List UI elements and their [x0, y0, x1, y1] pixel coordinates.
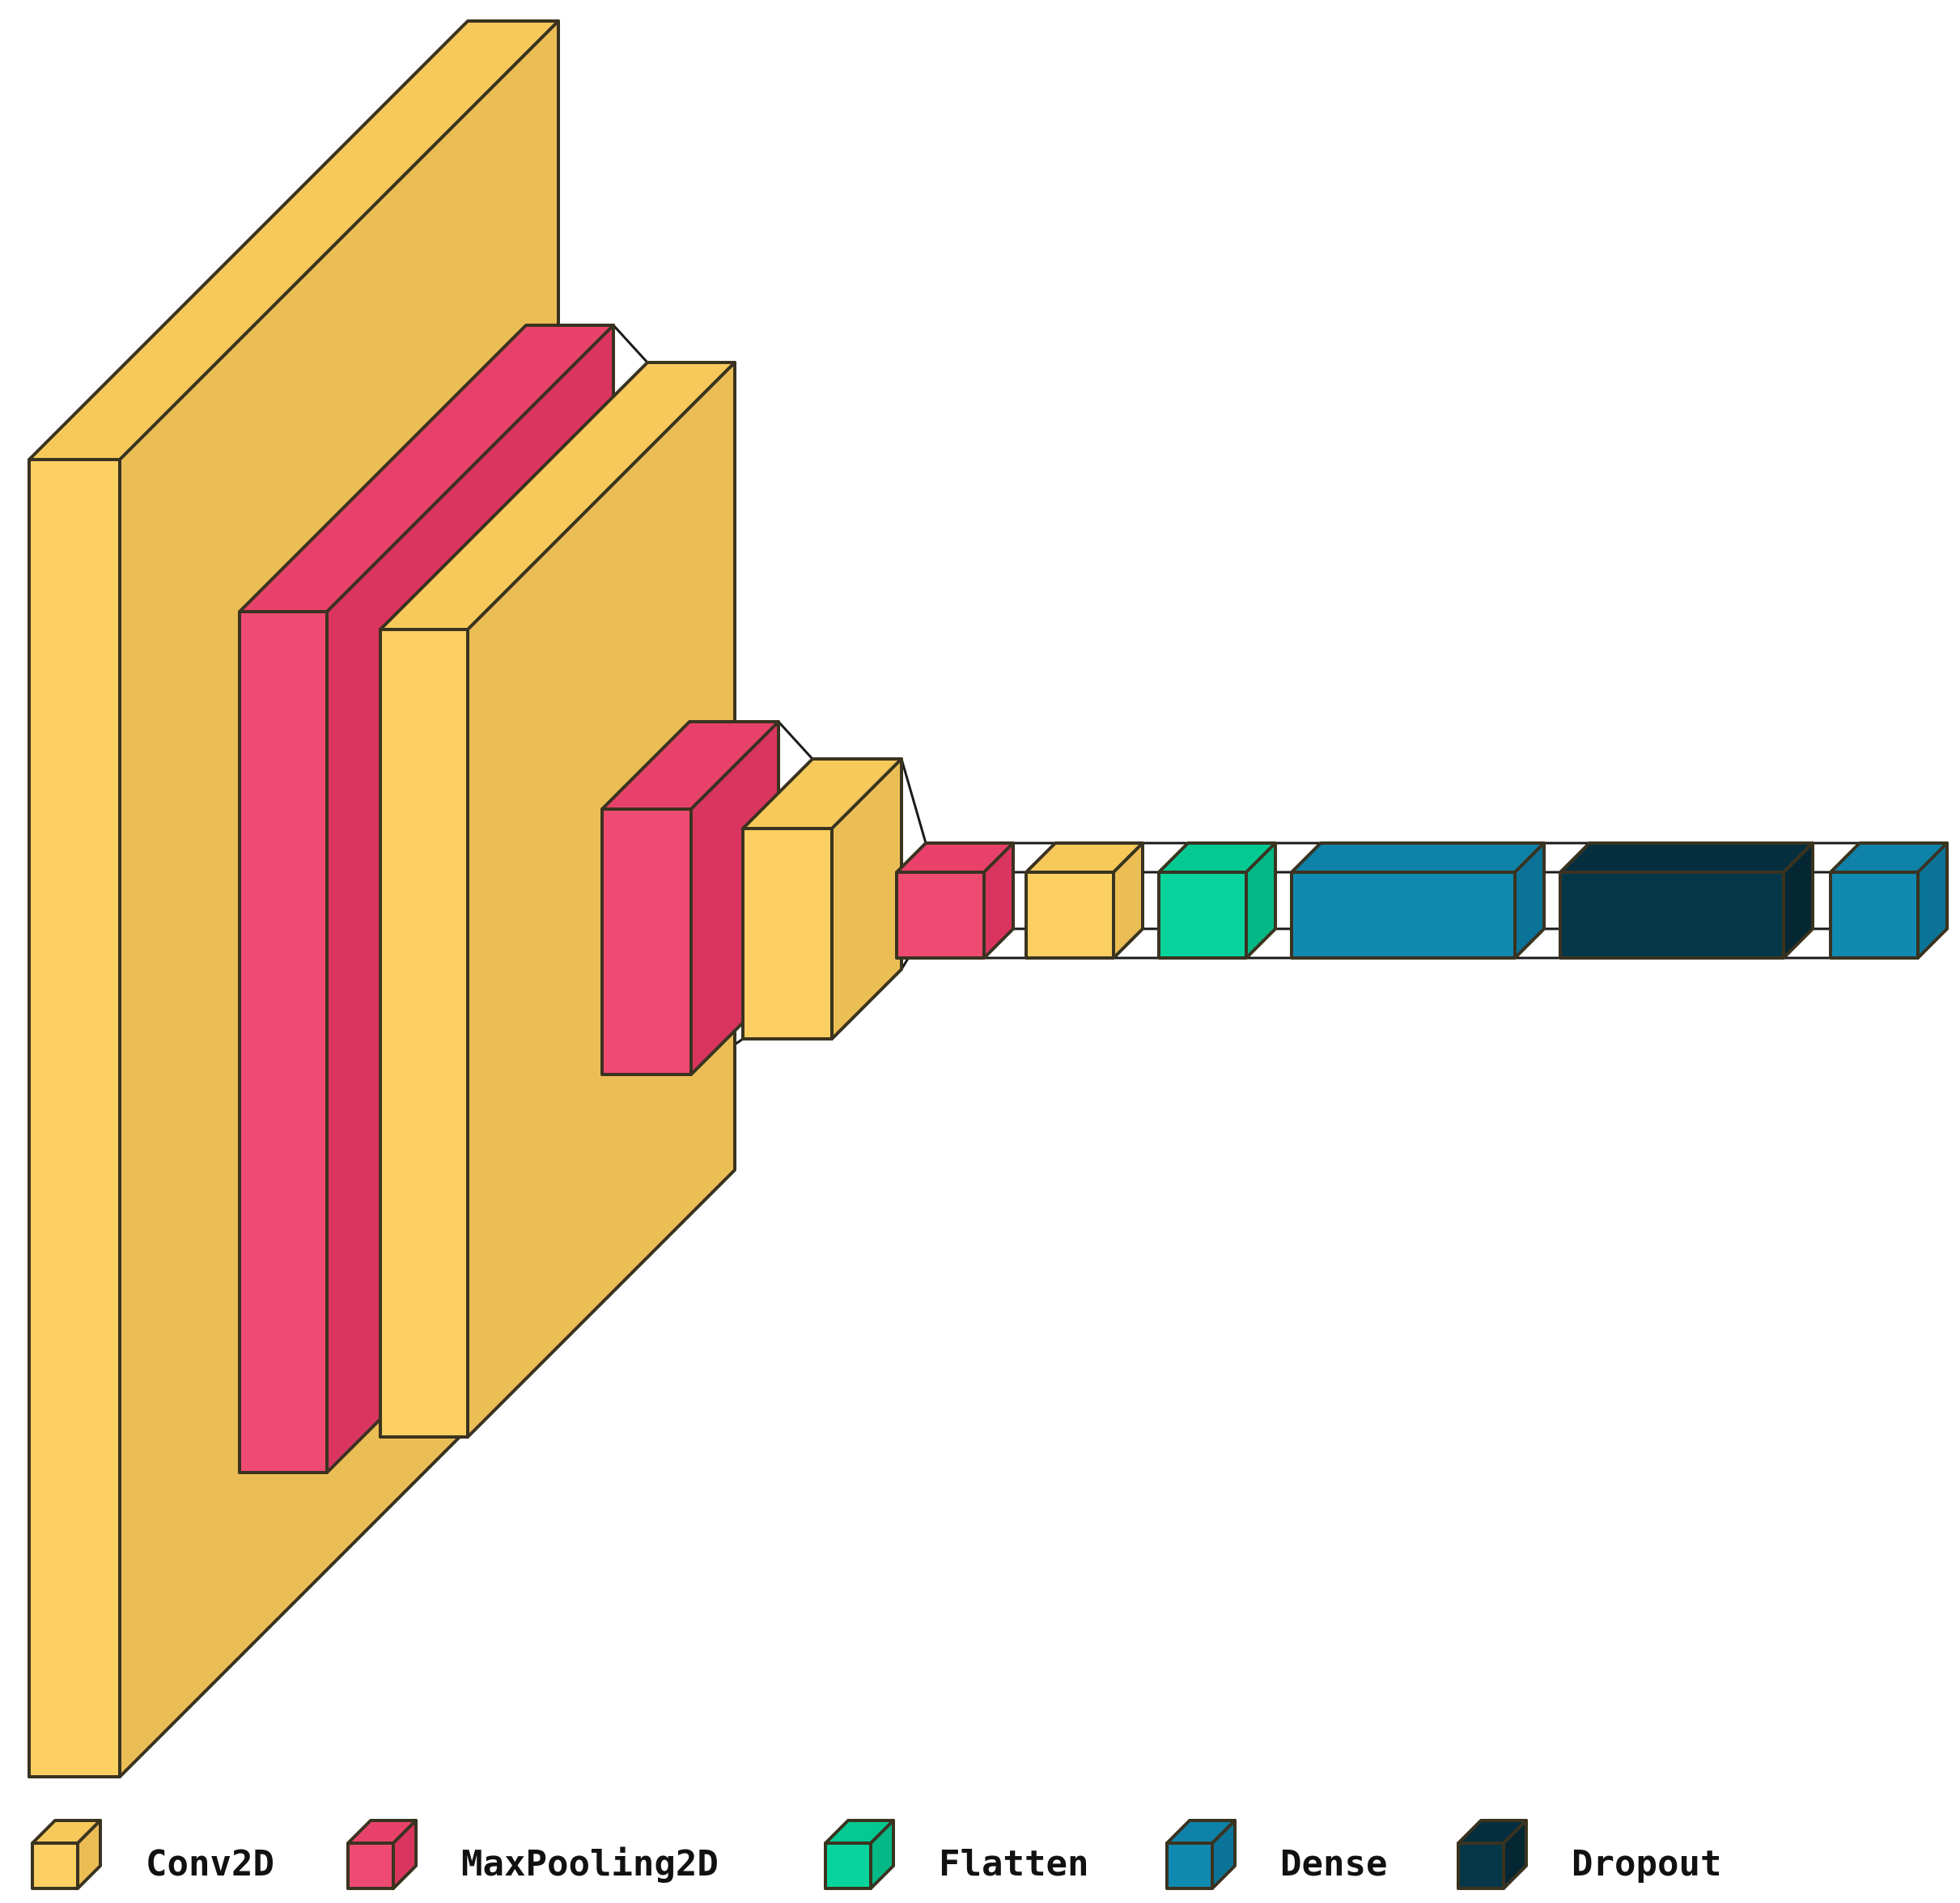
layer-8-dense-top-face	[1290, 841, 1546, 874]
layer-7-flatten	[1157, 841, 1277, 960]
layer-stack	[28, 19, 1949, 1778]
legend-swatch-flatten	[824, 1819, 895, 1890]
layer-8-dense	[1290, 841, 1546, 960]
layer-3-maxpooling2d-front-face	[600, 807, 693, 1076]
legend-label-maxpooling2d: MaxPooling2D	[461, 1843, 719, 1884]
layer-5-maxpooling2d	[895, 841, 1015, 960]
legend-swatch-dense-front-face	[1165, 1842, 1214, 1890]
legend-label-dropout: Dropout	[1572, 1843, 1721, 1884]
legend-swatch-dense	[1165, 1819, 1237, 1890]
legend-swatch-conv2d	[31, 1819, 102, 1890]
layer-6-conv2d	[1025, 841, 1144, 960]
legend-swatch-flatten-front-face	[824, 1842, 872, 1890]
legend-swatch-maxpooling2d-front-face	[346, 1842, 395, 1890]
legend-swatch-conv2d-front-face	[31, 1842, 79, 1890]
legend-label-flatten: Flatten	[939, 1843, 1088, 1884]
legend-swatch-maxpooling2d	[346, 1819, 418, 1890]
layer-3-maxpooling2d	[600, 720, 780, 1076]
layer-7-flatten-front-face	[1157, 871, 1248, 960]
legend-swatch-dropout	[1457, 1819, 1528, 1890]
layer-0-conv2d-front-face	[28, 458, 121, 1778]
layer-10-dense	[1829, 841, 1949, 960]
legend-swatch-dropout-front-face	[1457, 1842, 1505, 1890]
layer-5-maxpooling2d-front-face	[895, 871, 986, 960]
layer-9-dropout-front-face	[1559, 871, 1785, 960]
layer-9-dropout	[1559, 841, 1814, 960]
layer-4-conv2d	[741, 757, 903, 1041]
layer-4-conv2d-front-face	[741, 827, 834, 1041]
connector-4-0	[900, 758, 927, 844]
legend-label-dense: Dense	[1280, 1843, 1387, 1884]
connector-3-0	[777, 720, 814, 761]
connector-1-0	[612, 324, 649, 364]
layer-8-dense-front-face	[1290, 871, 1517, 960]
layer-10-dense-front-face	[1829, 871, 1920, 960]
layer-1-maxpooling2d-front-face	[238, 610, 329, 1474]
legend-label-conv2d: Conv2D	[146, 1843, 274, 1884]
legend: Conv2D MaxPooling2D Flatten Dense Dropout	[31, 1819, 1721, 1890]
layer-6-conv2d-front-face	[1025, 871, 1115, 960]
layer-9-dropout-top-face	[1559, 841, 1814, 874]
layer-2-conv2d-front-face	[379, 628, 469, 1439]
